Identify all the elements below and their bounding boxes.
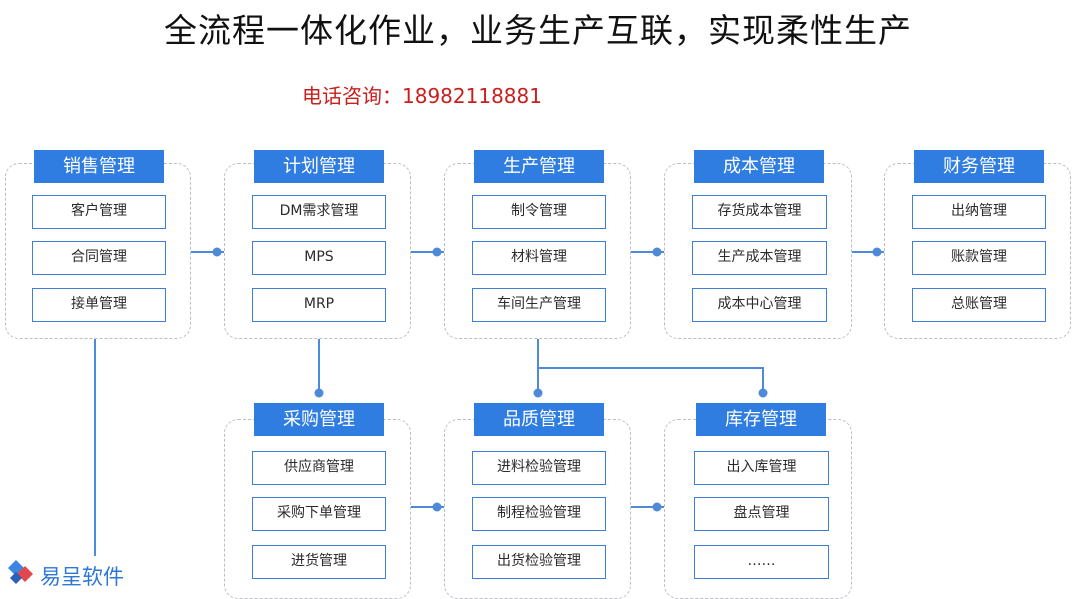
- module-cost-title: 成本管理: [694, 150, 824, 183]
- connector-dot: [872, 247, 882, 257]
- connector-dot: [212, 247, 222, 257]
- module-quality-item: 制程检验管理: [472, 497, 606, 531]
- connector-dot: [652, 502, 662, 512]
- module-cost-item: 生产成本管理: [692, 241, 827, 275]
- module-finance-title: 财务管理: [914, 150, 1044, 183]
- module-quality-item: 进料检验管理: [472, 451, 606, 485]
- module-purchasing-item: 供应商管理: [252, 451, 386, 485]
- module-inventory-item: ……: [694, 545, 829, 579]
- module-finance-item: 出纳管理: [912, 195, 1046, 229]
- module-sales-item: 合同管理: [32, 241, 166, 275]
- logo-text: 易呈软件: [40, 565, 124, 589]
- module-sales-item: 接单管理: [32, 288, 166, 322]
- module-cost-item: 成本中心管理: [692, 288, 827, 322]
- connector-dot: [432, 502, 442, 512]
- page-title: 全流程一体化作业，业务生产互联，实现柔性生产: [164, 11, 912, 50]
- module-planning-title: 计划管理: [254, 150, 384, 183]
- connector-dot: [533, 388, 543, 398]
- module-quality-item: 出货检验管理: [472, 545, 606, 579]
- module-purchasing-title: 采购管理: [254, 403, 384, 436]
- connector-dot: [432, 247, 442, 257]
- module-inventory-item: 出入库管理: [694, 451, 829, 485]
- module-planning-item: MRP: [252, 288, 386, 322]
- module-finance-item: 账款管理: [912, 241, 1046, 275]
- module-production-title: 生产管理: [474, 150, 604, 183]
- module-planning-item: DM需求管理: [252, 195, 386, 229]
- module-sales-title: 销售管理: [34, 150, 164, 183]
- connector-production-inventory: [538, 367, 764, 394]
- module-cost-item: 存货成本管理: [692, 195, 827, 229]
- phone-contact: 电话咨询：18982118881: [302, 84, 542, 108]
- module-production-item: 材料管理: [472, 241, 606, 275]
- module-inventory-title: 库存管理: [696, 403, 826, 436]
- diamond-logo-icon: [8, 560, 33, 584]
- module-sales-item: 客户管理: [32, 195, 166, 229]
- module-finance-item: 总账管理: [912, 288, 1046, 322]
- module-inventory-item: 盘点管理: [694, 497, 829, 531]
- module-production-item: 车间生产管理: [472, 288, 606, 322]
- module-planning-item: MPS: [252, 241, 386, 275]
- connector-dot: [314, 388, 324, 398]
- module-purchasing-item: 进货管理: [252, 545, 386, 579]
- connector-dot: [652, 247, 662, 257]
- connector-dot: [758, 388, 768, 398]
- module-quality-title: 品质管理: [474, 403, 604, 436]
- module-purchasing-item: 采购下单管理: [252, 497, 386, 531]
- module-production-item: 制令管理: [472, 195, 606, 229]
